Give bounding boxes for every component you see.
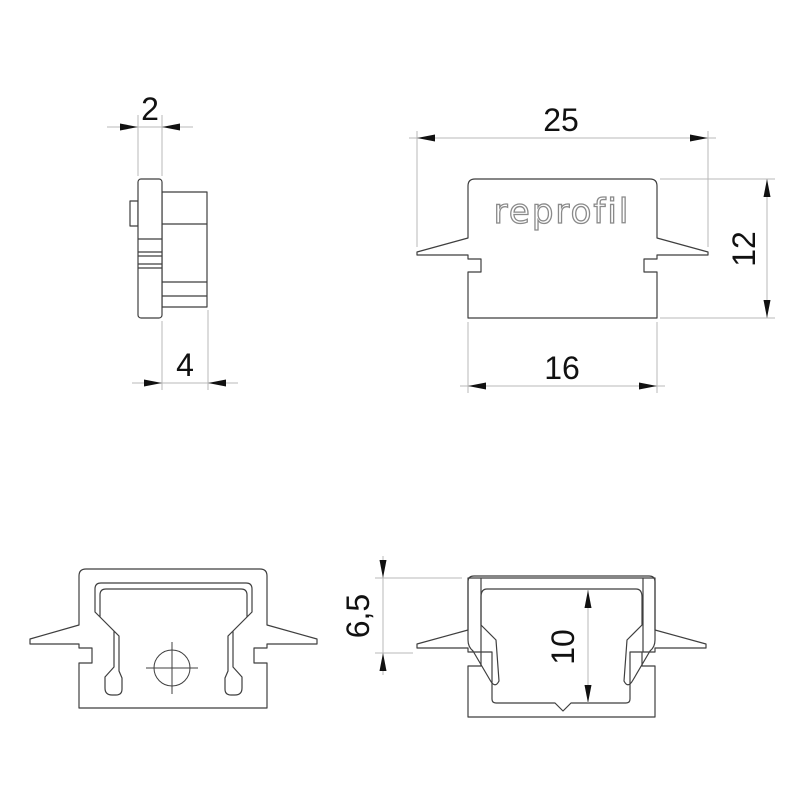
front-view: 25 12 16 reprofil [409, 102, 775, 393]
dim-height-label: 12 [726, 231, 762, 267]
dim-total-width-label: 25 [543, 102, 579, 138]
end-cap-section [416, 577, 707, 718]
arrowhead [763, 300, 771, 318]
arrowhead [584, 685, 592, 703]
arrowhead [763, 179, 771, 197]
aluminium-profile-section [467, 575, 656, 686]
cap-flange-side [137, 178, 163, 319]
dim-flange-thickness-label: 2 [141, 91, 159, 127]
section-view: 6,5 10 [340, 556, 707, 718]
arrowhead [144, 379, 162, 387]
profile-pocket-contour [94, 582, 253, 696]
arrowhead [639, 382, 657, 390]
cap-back-outline [29, 568, 318, 709]
arrowhead [162, 123, 180, 131]
arrowhead [379, 560, 387, 578]
cap-tab-side [129, 200, 139, 227]
center-mark [146, 642, 198, 694]
side-view: 2 4 [107, 91, 238, 390]
cap-front-outline [416, 178, 709, 319]
arrowhead [468, 382, 486, 390]
dim-inner-height-label: 10 [545, 629, 581, 665]
dim-body-width-label: 16 [544, 350, 580, 386]
dim-total-depth-label: 4 [176, 347, 194, 383]
arrowhead [417, 134, 435, 142]
arrowhead [120, 123, 138, 131]
reprofil-logo: reprofil [494, 192, 631, 232]
arrowhead [379, 653, 387, 671]
cap-body-side [161, 191, 208, 308]
arrowhead [690, 134, 708, 142]
back-view [29, 568, 318, 709]
arrowhead [208, 379, 226, 387]
arrowhead [584, 590, 592, 608]
dim-top-to-wing-label: 6,5 [340, 594, 376, 638]
